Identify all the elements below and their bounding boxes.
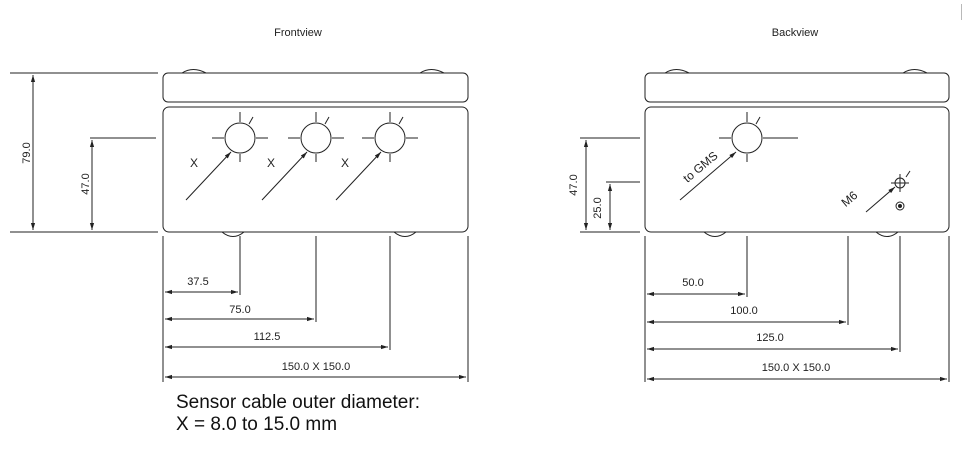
scrollbar-edge [961, 4, 968, 20]
front-foot-right [393, 231, 417, 237]
front-gland-3 [335, 112, 418, 201]
cable-diameter-note: Sensor cable outer diameter: [176, 392, 420, 413]
back-gms-gland [679, 112, 798, 201]
front-lid-bump-right [419, 69, 445, 74]
front-dim-center: 47.0 [80, 173, 92, 194]
front-dim-2: 75.0 [229, 304, 250, 316]
cable-diameter-range: X = 8.0 to 15.0 mm [176, 414, 338, 435]
back-dim-width: 150.0 X 150.0 [762, 362, 831, 374]
front-foot-left [221, 231, 245, 237]
back-dim-small: 25.0 [592, 197, 604, 218]
back-foot-right [875, 231, 899, 237]
front-cable-marker-3: X [341, 156, 349, 170]
back-view: Backview to GMS M6 [568, 27, 950, 382]
back-foot-left [703, 231, 727, 237]
front-dim-1: 37.5 [187, 276, 208, 288]
back-housing [644, 106, 950, 233]
front-view: Frontview [10, 27, 469, 382]
front-view-title: Frontview [274, 27, 322, 39]
back-lid-bump-left [664, 69, 690, 74]
front-cable-marker-1: X [190, 156, 198, 170]
back-view-title: Backview [772, 27, 819, 39]
front-dim-height: 79.0 [21, 142, 33, 163]
back-dim-2: 100.0 [730, 305, 758, 317]
back-thread-label: M6 [839, 188, 861, 210]
front-cable-marker-2: X [267, 156, 275, 170]
back-dim-3: 125.0 [756, 332, 784, 344]
back-dim-1: 50.0 [682, 277, 703, 289]
front-lid [162, 72, 469, 103]
back-dim-center: 47.0 [568, 174, 580, 195]
front-gland-2 [261, 112, 344, 201]
front-gland-1 [185, 112, 268, 201]
front-lid-bump-left [181, 69, 207, 74]
back-port-label: to GMS [680, 148, 720, 185]
front-dim-width: 150.0 X 150.0 [282, 361, 351, 373]
back-lid [644, 72, 950, 103]
back-m6-thread [865, 170, 911, 213]
front-dim-3: 112.5 [254, 331, 281, 343]
back-lid-bump-right [902, 69, 928, 74]
front-housing [162, 106, 469, 233]
